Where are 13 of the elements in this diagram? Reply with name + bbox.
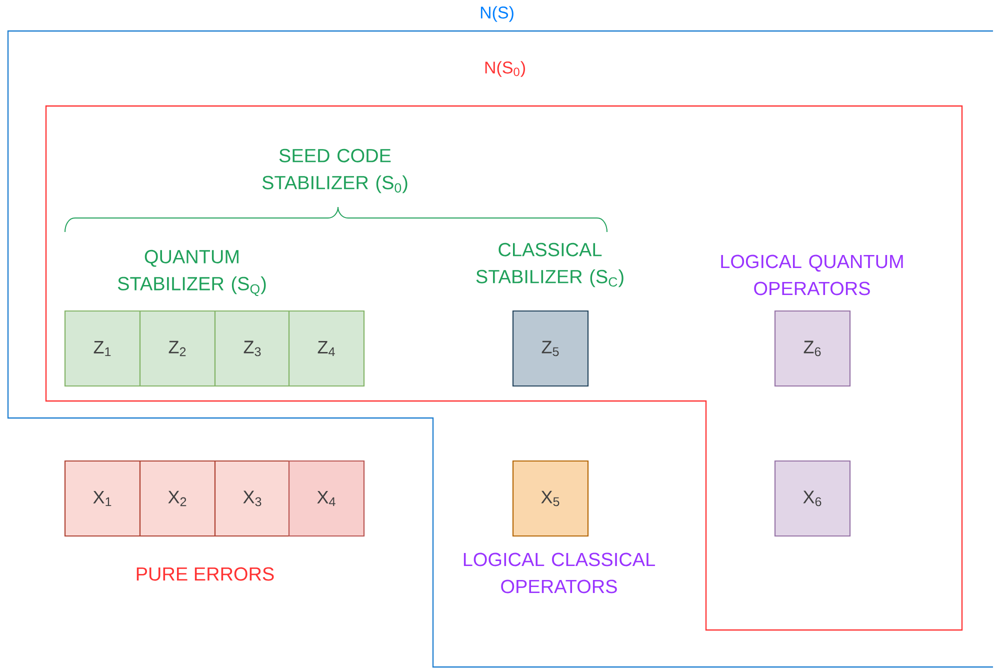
group-label: SEED CODE STABILIZER (S$_{0}$) bbox=[262, 148, 408, 194]
group-label: CLASSICAL STABILIZER (S$_{C}$) bbox=[476, 242, 624, 288]
operator-cell: Z$_{2}$ bbox=[139, 310, 216, 387]
operator-cell: Z$_{3}$ bbox=[214, 310, 291, 387]
operator-cell: X$_{6}$ bbox=[774, 460, 851, 537]
operator-cell: Z$_{4}$ bbox=[288, 310, 365, 387]
operator-cell: X$_{5}$ bbox=[512, 460, 589, 537]
group-label: QUANTUM STABILIZER (S$_{Q}$) bbox=[118, 250, 266, 296]
operator-cell: Z$_{6}$ bbox=[774, 310, 851, 387]
node-label: N(S$_{0}$) bbox=[485, 61, 525, 77]
group-label: PURE ERRORS bbox=[136, 567, 274, 581]
operator-cell: Z$_{1}$ bbox=[64, 310, 141, 387]
operator-cell: Z$_{5}$ bbox=[512, 310, 589, 387]
